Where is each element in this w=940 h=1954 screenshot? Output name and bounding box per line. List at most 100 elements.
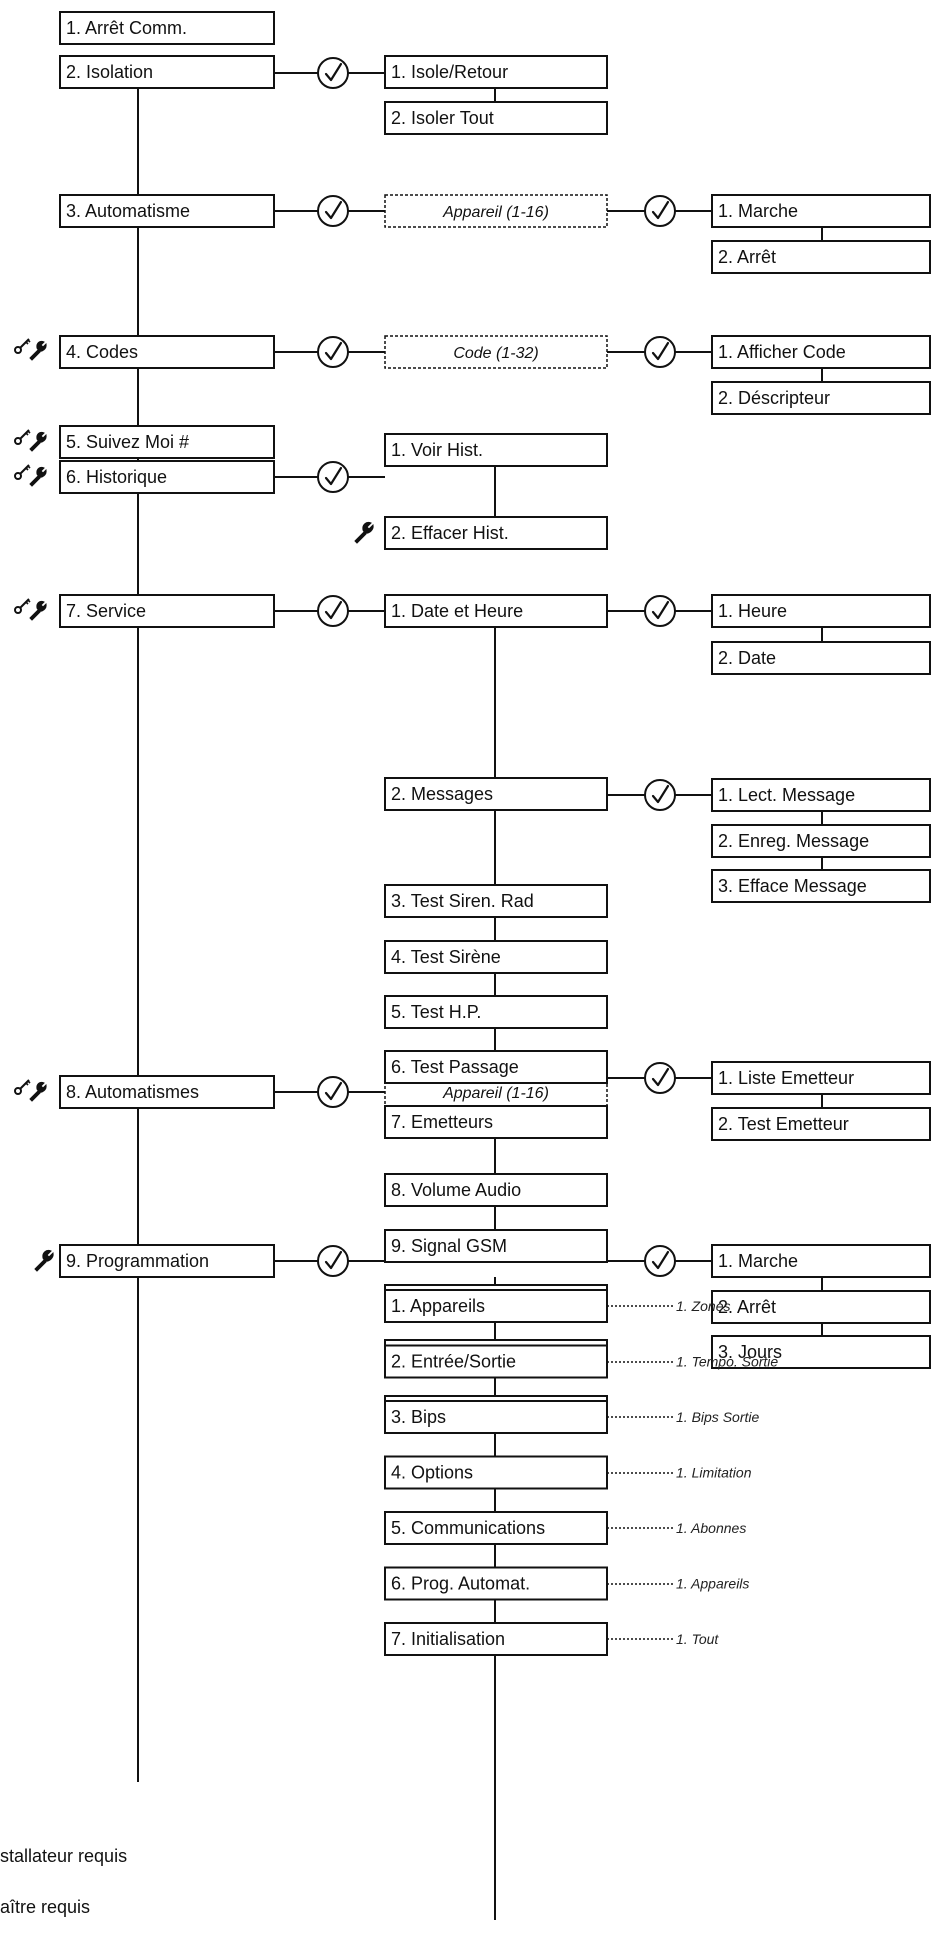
date-heure-option-1-label: 1. Heure <box>718 601 787 621</box>
check-mark <box>324 62 343 82</box>
date-heure-option-2-frame <box>711 641 931 675</box>
isolation-option-1-frame <box>384 55 608 89</box>
automatismes-option-2: 2. Arrêt <box>711 1290 931 1324</box>
emetteurs-option-1: 1. Liste Emetteur <box>711 1061 931 1095</box>
isolation-option-2-label: 2. Isoler Tout <box>391 108 494 128</box>
automatisme-option-2-label: 2. Arrêt <box>718 247 776 267</box>
check-icon-7 <box>644 195 676 227</box>
automatisme-option-1-label: 1. Marche <box>718 201 798 221</box>
main-menu-item-4-frame <box>59 335 275 369</box>
automatisme-option-1: 1. Marche <box>711 194 931 228</box>
selector-code-label: Code (1-32) <box>453 345 538 362</box>
main-menu-item-3-label: 3. Automatisme <box>66 201 190 221</box>
main-menu-item-7-label: 7. Service <box>66 601 146 621</box>
programmation-option-3-frame <box>384 1400 608 1434</box>
check-mark <box>651 1067 670 1087</box>
check-icon-10 <box>644 779 676 811</box>
wrench-handle <box>29 1090 41 1102</box>
service-option-5-frame <box>384 995 608 1029</box>
programmation-note-3: 1. Bips Sortie <box>676 1409 759 1425</box>
service-option-8-label: 8. Volume Audio <box>391 1180 521 1200</box>
programmation-option-6-label: 6. Prog. Automat. <box>391 1574 530 1594</box>
messages-option-3-frame <box>711 869 931 903</box>
programmation-option-1-frame <box>384 1289 608 1323</box>
main-menu-item-6-frame <box>59 460 275 494</box>
main-menu-item-9: 9. Programmation <box>59 1244 275 1278</box>
codes-key-wrench-icon <box>14 338 47 361</box>
main-menu-item-4: 4. Codes <box>59 335 275 369</box>
main-menu-item-9-label: 9. Programmation <box>66 1251 209 1271</box>
main-menu-item-3-frame <box>59 194 275 228</box>
wrench-handle <box>354 531 367 544</box>
historique-option-2-label: 2. Effacer Hist. <box>391 523 509 543</box>
messages-option-3-label: 3. Efface Message <box>718 876 867 896</box>
automatismes-option-3: 3. Jours <box>711 1335 931 1369</box>
service-option-7: 7. Emetteurs <box>384 1105 608 1139</box>
wrench-handle <box>29 440 41 452</box>
automatismes-option-3-label: 3. Jours <box>718 1342 782 1362</box>
main-menu-item-6: 6. Historique <box>59 460 275 494</box>
effacer-hist-wrench-icon <box>354 522 374 544</box>
check-icon-3 <box>317 461 349 493</box>
check-circle <box>644 595 676 627</box>
check-icon-0 <box>317 57 349 89</box>
programmation-option-4-label: 4. Options <box>391 1463 473 1483</box>
service-option-2-label: 2. Messages <box>391 784 493 804</box>
wrench-head <box>36 466 47 478</box>
automatismes-option-2-label: 2. Arrêt <box>718 1297 776 1317</box>
codes-option-2-label: 2. Déscripteur <box>718 388 830 408</box>
automatismes-option-1-label: 1. Marche <box>718 1251 798 1271</box>
service-option-4-frame <box>384 940 608 974</box>
check-mark <box>324 1250 343 1270</box>
check-circle <box>317 1245 349 1277</box>
main-menu-item-7: 7. Service <box>59 594 275 628</box>
programmation-option-1-label: 1. Appareils <box>391 1296 485 1316</box>
service-option-6-label: 6. Test Passage <box>391 1057 519 1077</box>
service-option-5: 5. Test H.P. <box>384 995 608 1029</box>
messages-option-1-frame <box>711 778 931 812</box>
service-option-9: 9. Signal GSM <box>384 1229 608 1263</box>
check-mark <box>651 784 670 804</box>
check-circle <box>317 595 349 627</box>
check-icon-4 <box>317 595 349 627</box>
check-icon-9 <box>644 595 676 627</box>
programmation-option-3-label: 3. Bips <box>391 1407 446 1427</box>
legend-installer-text: stallateur requis <box>0 1846 127 1866</box>
emetteurs-option-2-frame <box>711 1107 931 1141</box>
service-option-6: 6. Test Passage <box>384 1050 608 1084</box>
programmation-option-7: 7. Initialisation <box>384 1622 608 1656</box>
check-icon-12 <box>644 1245 676 1277</box>
selector-appareil-automatisme-label: Appareil (1-16) <box>442 204 549 221</box>
wrench-head <box>42 1250 54 1262</box>
programmation-option-7-frame <box>384 1622 608 1656</box>
date-heure-option-2-label: 2. Date <box>718 648 776 668</box>
programmation-option-2: 2. Entrée/Sortie <box>384 1344 608 1379</box>
selector-appareil-automatismes-label: Appareil (1-16) <box>442 1085 549 1102</box>
key-teeth <box>25 1080 31 1086</box>
legend: stallateur requis aître requis <box>0 1846 127 1917</box>
main-menu-item-4-label: 4. Codes <box>66 342 138 362</box>
service-option-1: 1. Date et Heure <box>384 594 608 628</box>
service-option-6-frame <box>384 1050 608 1084</box>
wrench-handle <box>29 609 41 621</box>
main-menu-item-2-label: 2. Isolation <box>66 62 153 82</box>
service-option-4-label: 4. Test Sirène <box>391 947 501 967</box>
programmation-option-7-label: 7. Initialisation <box>391 1629 505 1649</box>
programmation-option-6-frame <box>384 1566 608 1601</box>
selector-appareil-automatisme-frame <box>384 194 608 228</box>
programmation-option-5-label: 5. Communications <box>391 1518 545 1538</box>
key-bow <box>14 1087 22 1095</box>
wrench-head <box>36 1081 47 1093</box>
main-menu-item-5: 5. Suivez Moi # <box>59 425 275 459</box>
codes-option-1-frame <box>711 335 931 369</box>
check-mark <box>324 600 343 620</box>
check-circle <box>644 1245 676 1277</box>
key-teeth <box>25 599 31 605</box>
main-menu-item-2: 2. Isolation <box>59 55 275 89</box>
check-circle <box>644 1062 676 1094</box>
check-mark <box>324 466 343 486</box>
programmation-option-5-frame <box>384 1511 608 1545</box>
wrench-handle <box>29 475 41 487</box>
